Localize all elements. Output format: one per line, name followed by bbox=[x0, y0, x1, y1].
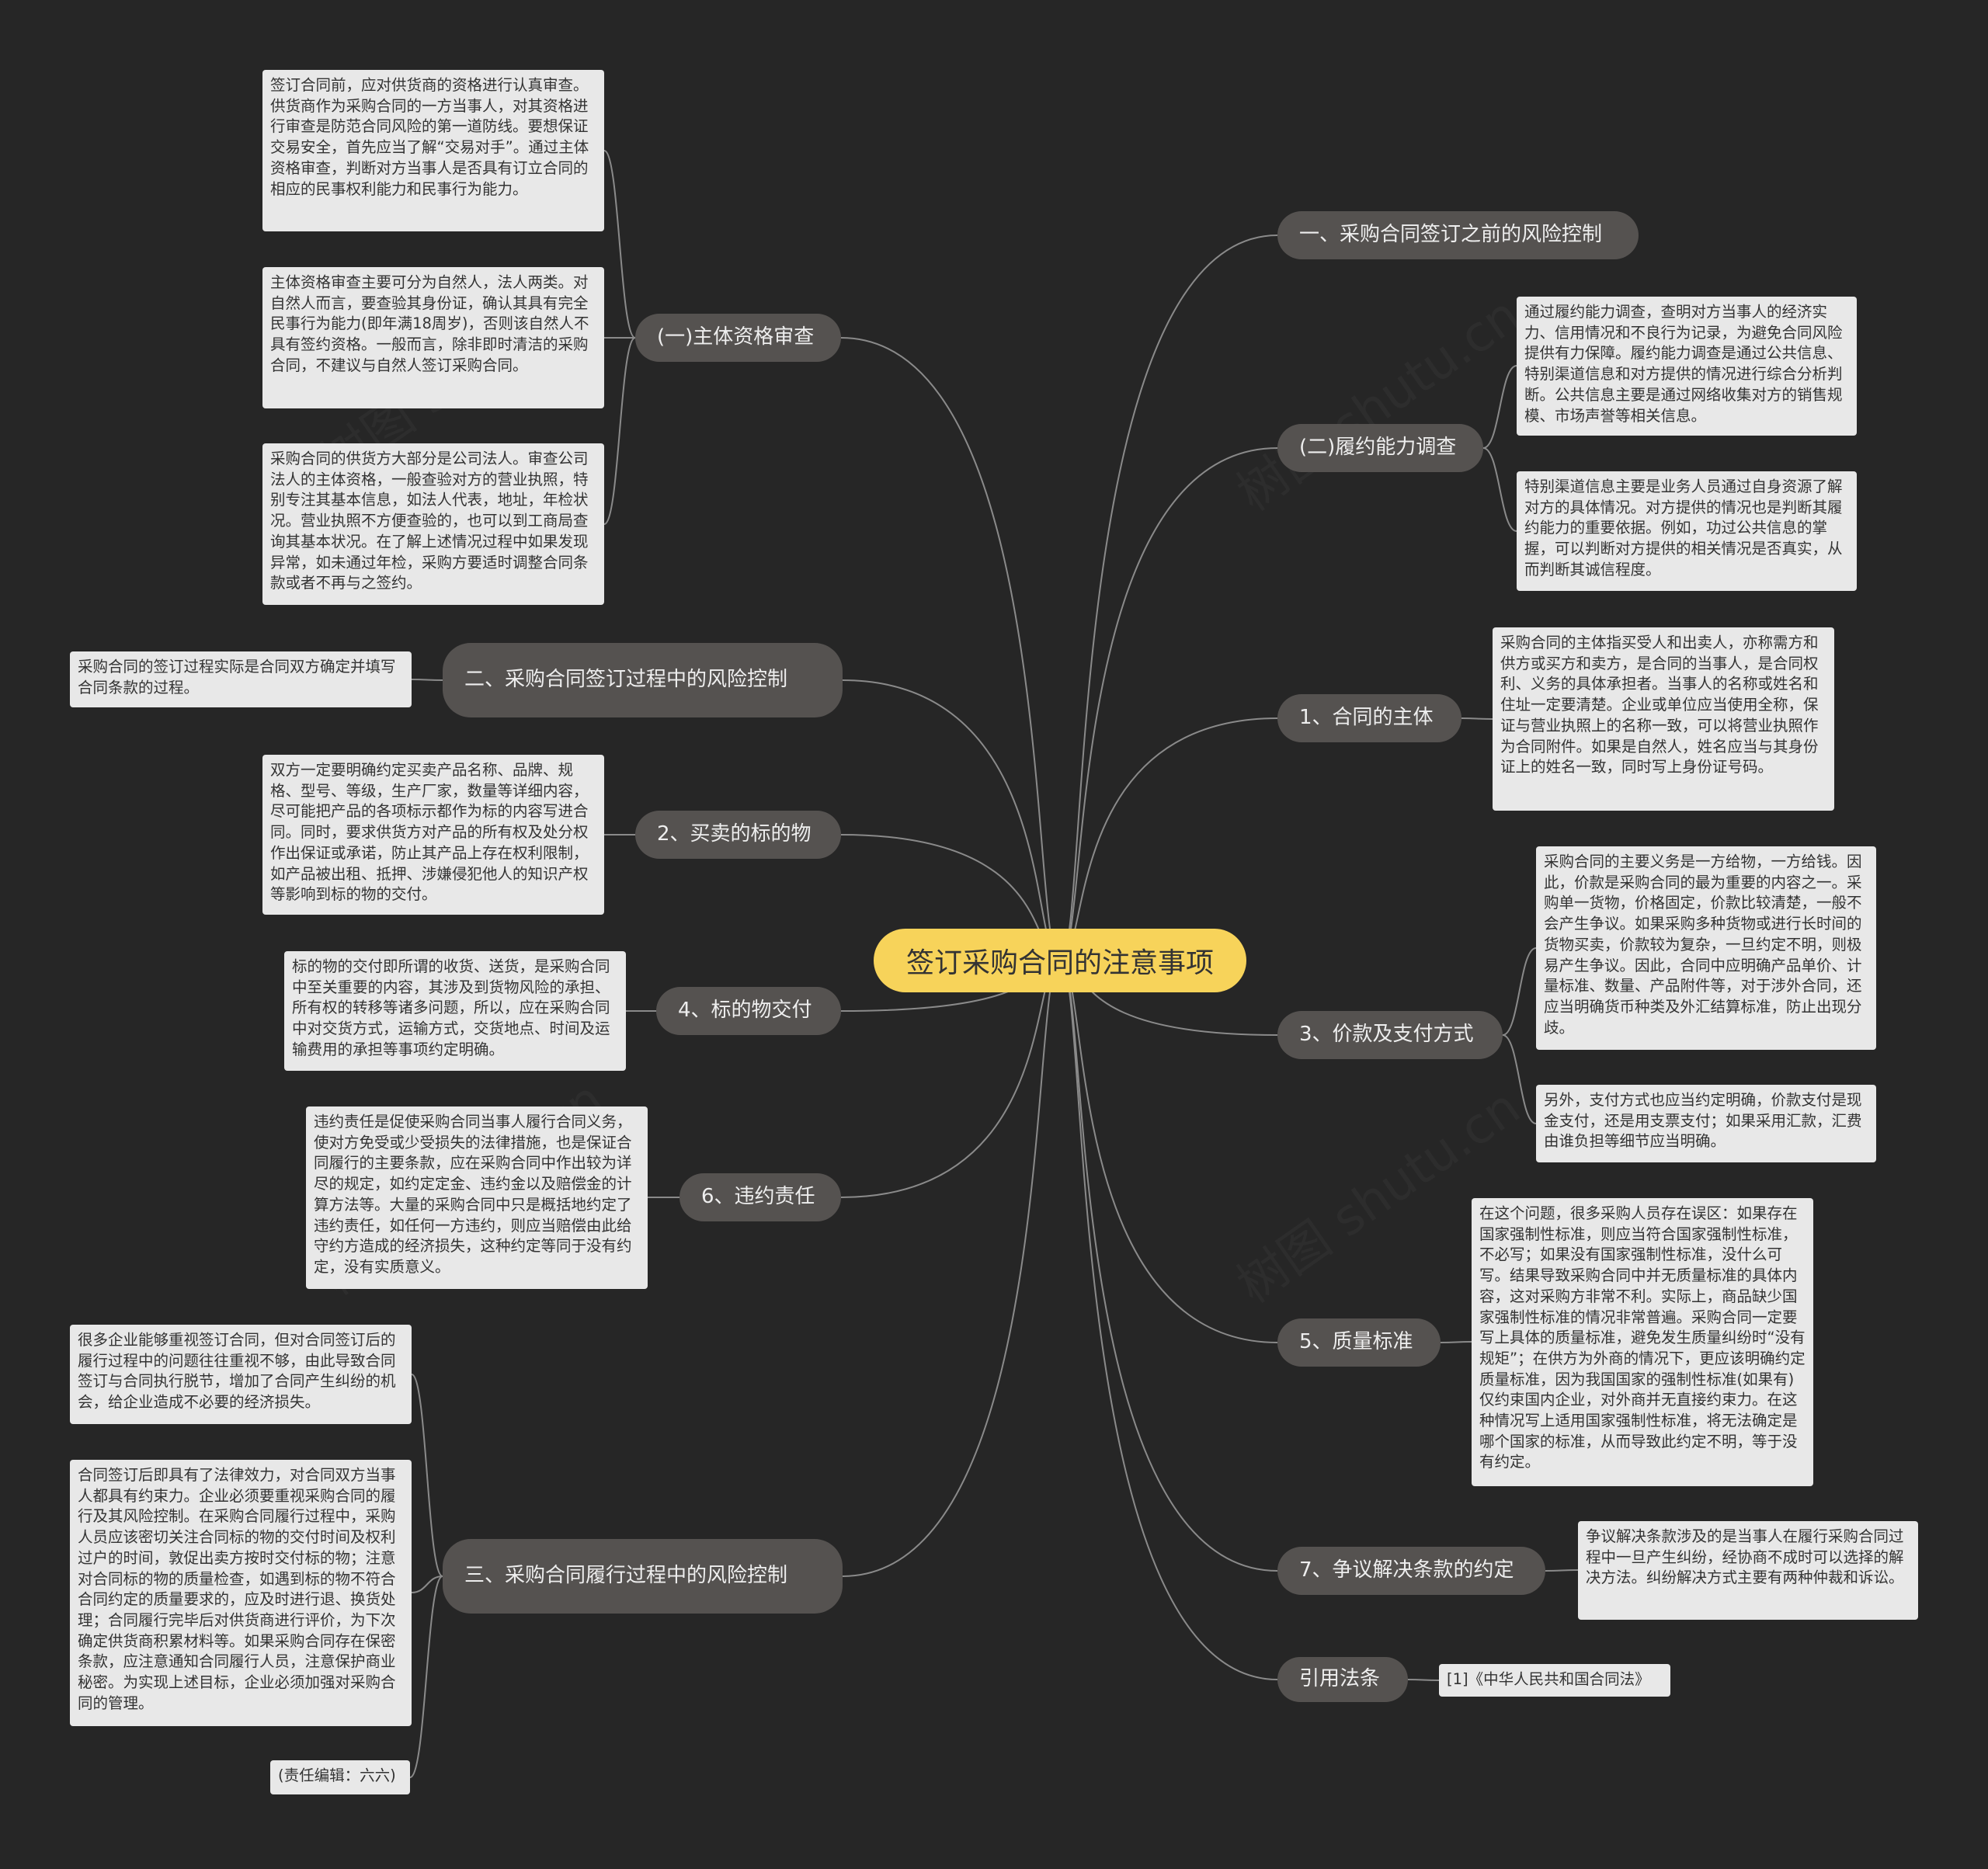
edge-note-n5 bbox=[1502, 1034, 1537, 1124]
edge-root-right-3 bbox=[1059, 717, 1278, 961]
note-contract-law-reference: [1]《中华人民共和国合同法》 bbox=[1439, 1664, 1670, 1697]
note-breach-liability: 违约责任是促使采购合同当事人履行合同义务，使对方免受或少受损失的法律措施，也是保… bbox=[306, 1106, 648, 1289]
note-payment-method: 另外，支付方式也应当约定明确，价款支付是现金支付，还是用支票支付；如果采用汇款，… bbox=[1536, 1085, 1876, 1162]
note-dispute-resolution: 争议解决条款涉及的是当事人在履行采购合同过程中一旦产生纠纷，经协商不成时可以选择… bbox=[1578, 1521, 1918, 1620]
topic-cited-law[interactable]: 引用法条 bbox=[1277, 1657, 1408, 1702]
note-signing-process: 采购合同的签订过程实际是合同双方确定并填写合同条款的过程。 bbox=[70, 651, 412, 707]
edge-note-n4 bbox=[1502, 947, 1537, 1036]
edge-root-right-7 bbox=[1059, 960, 1278, 1680]
edge-root-right-2 bbox=[1059, 447, 1278, 961]
edge-root-left-6 bbox=[842, 960, 1061, 1577]
edge-root-right-1 bbox=[1059, 234, 1278, 961]
edge-note-n11 bbox=[603, 337, 636, 525]
topic-breach-liability[interactable]: 6、违约责任 bbox=[679, 1173, 841, 1221]
note-contract-subject: 采购合同的主体指买受人和出卖人，亦称需方和供方或买方和卖方，是合同的当事人，是合… bbox=[1493, 627, 1834, 811]
note-legal-person-review: 采购合同的供货方大部分是公司法人。审查公司法人的主体资格，一般查验对方的营业执照… bbox=[262, 443, 604, 605]
note-quality-standard: 在这个问题，很多采购人员存在误区：如果存在国家强制性标准，则应当符合国家强制性标… bbox=[1472, 1198, 1813, 1486]
edge-root-right-5 bbox=[1059, 960, 1278, 1343]
topic-pre-signing-risk[interactable]: 一、采购合同签订之前的风险控制 bbox=[1277, 211, 1639, 259]
topic-subject-matter[interactable]: 2、买卖的标的物 bbox=[635, 811, 841, 859]
edge-note-n12 bbox=[411, 679, 443, 681]
note-editor: (责任编辑：六六) bbox=[270, 1760, 410, 1794]
note-subject-matter: 双方一定要明确约定买卖产品名称、品牌、规格、型号、等级，生产厂家，数量等详细内容… bbox=[262, 755, 604, 915]
topic-contract-subject[interactable]: 1、合同的主体 bbox=[1277, 694, 1461, 742]
topic-price-payment[interactable]: 3、价款及支付方式 bbox=[1277, 1011, 1503, 1059]
note-delivery: 标的物的交付即所谓的收货、送货，是采购合同中至关重要的内容，其涉及到货物风险的承… bbox=[284, 951, 626, 1071]
note-performance-investigation: 通过履约能力调查，查明对方当事人的经济实力、信用情况和不良行为记录，为避免合同风… bbox=[1517, 297, 1857, 436]
edge-note-n17 bbox=[411, 1575, 443, 1593]
edge-note-n7 bbox=[1545, 1569, 1579, 1572]
edge-note-n18 bbox=[409, 1575, 443, 1778]
edge-root-left-5 bbox=[840, 960, 1061, 1198]
topic-quality-standard[interactable]: 5、质量标准 bbox=[1277, 1318, 1441, 1367]
note-qualification-review: 签订合同前，应对供货商的资格进行认真审查。供货商作为采购合同的一方当事人，对其资… bbox=[262, 70, 604, 231]
topic-signing-process-risk[interactable]: 二、采购合同签订过程中的风险控制 bbox=[443, 643, 843, 717]
note-special-channel-info: 特别渠道信息主要是业务人员通过自身资源了解对方的具体情况。对方提供的情况也是判断… bbox=[1517, 471, 1857, 591]
note-price: 采购合同的主要义务是一方给物，一方给钱。因此，价款是采购合同的最为重要的内容之一… bbox=[1536, 846, 1876, 1050]
edge-note-n2 bbox=[1482, 447, 1517, 532]
edge-note-n6 bbox=[1440, 1341, 1472, 1343]
edge-note-n1 bbox=[1482, 365, 1517, 449]
note-execution-control: 合同签订后即具有了法律效力，对合同双方当事人都具有约束力。企业必须要重视采购合同… bbox=[70, 1460, 412, 1726]
topic-delivery[interactable]: 4、标的物交付 bbox=[656, 987, 841, 1035]
edge-root-left-1 bbox=[840, 337, 1061, 961]
topic-execution-risk[interactable]: 三、采购合同履行过程中的风险控制 bbox=[443, 1539, 843, 1614]
edge-note-n9 bbox=[603, 150, 636, 339]
edge-root-left-2 bbox=[842, 679, 1061, 961]
topic-performance-ability[interactable]: (二)履约能力调查 bbox=[1277, 424, 1483, 472]
topic-dispute-resolution[interactable]: 7、争议解决条款的约定 bbox=[1277, 1547, 1545, 1595]
root-topic[interactable]: 签订采购合同的注意事项 bbox=[874, 929, 1246, 992]
edge-note-n16 bbox=[411, 1374, 443, 1577]
note-execution-neglect: 很多企业能够重视签订合同，但对合同签订后的履行过程中的问题往往重视不够，由此导致… bbox=[70, 1325, 412, 1424]
note-natural-person-review: 主体资格审查主要可分为自然人，法人两类。对自然人而言，要查验其身份证，确认其具有… bbox=[262, 267, 604, 408]
topic-subject-qualification[interactable]: (一)主体资格审查 bbox=[635, 314, 841, 362]
edge-note-n3 bbox=[1461, 717, 1493, 720]
